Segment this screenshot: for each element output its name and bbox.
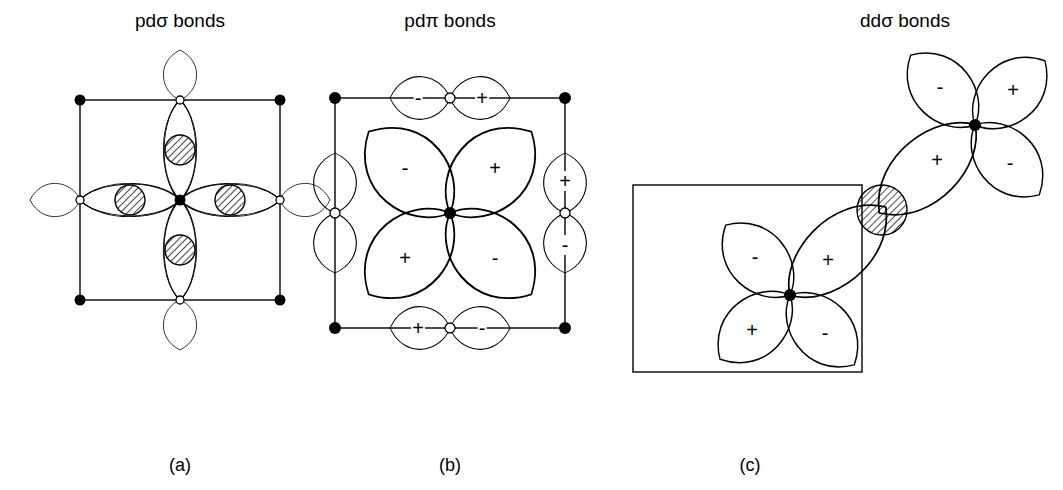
phase-sign: - (491, 248, 500, 268)
orbital-lobe (450, 307, 510, 350)
phase-sign: + (411, 318, 425, 338)
orbital-lobe (704, 205, 811, 315)
orbital-lobe (30, 183, 80, 216)
orbital-lobe (424, 105, 558, 239)
metal-atom (275, 295, 286, 306)
phase-sign: - (414, 88, 423, 108)
orbital-lobe (390, 307, 450, 350)
lattice-square (335, 98, 565, 328)
phase-sign: + (821, 250, 835, 270)
orbital-lobe (342, 105, 476, 239)
phase-sign: + (745, 320, 759, 340)
oxygen-atom (560, 208, 570, 218)
metal-atoms (75, 92, 982, 334)
orbital-lobe (390, 77, 450, 120)
orbital-lobe (769, 184, 907, 318)
phase-sign: - (936, 77, 945, 97)
phase-sign: + (475, 88, 489, 108)
oxygen-atom (76, 196, 84, 204)
lattice-square (633, 185, 862, 372)
orbital-lobe (163, 300, 196, 350)
phase-sign: - (478, 318, 487, 338)
lattice-square (80, 100, 280, 300)
phase-sign: - (1006, 153, 1015, 173)
orbital-lobe (164, 200, 196, 300)
metal-atom (175, 195, 186, 206)
panel-label: (c) (740, 456, 761, 474)
orbital-lobe (163, 200, 196, 300)
panel-title: pdσ bonds (135, 11, 225, 30)
panel-label: (a) (169, 456, 191, 474)
metal-atom (559, 322, 571, 334)
metal-atom (75, 95, 86, 106)
orbital-lobe (953, 105, 1060, 215)
orbital-lobe (164, 100, 196, 200)
metal-atom (329, 92, 341, 104)
overlap-region (165, 135, 195, 165)
metal-atom (275, 95, 286, 106)
metal-atom (559, 92, 571, 104)
phase-sign: + (1006, 80, 1020, 100)
orbital-lobe (80, 184, 180, 216)
orbital-lobe (700, 273, 810, 380)
d-orbital (342, 105, 557, 320)
orbital-lobe (314, 213, 357, 273)
orbital-lobe (80, 183, 180, 216)
overlap-region (215, 185, 245, 215)
oxygen-atom (445, 323, 455, 333)
phase-sign: - (751, 247, 760, 267)
d-orbital (80, 100, 280, 300)
metal-atom (969, 119, 981, 131)
orbital-lobe (163, 100, 196, 200)
oxygen-atom (276, 196, 284, 204)
orbital-lobe (889, 35, 996, 145)
oxygen-atom (330, 208, 340, 218)
phase-sign: + (488, 158, 502, 178)
orbital-lobe (544, 153, 587, 213)
phase-sign: + (930, 150, 944, 170)
orbital-lobe (424, 187, 558, 321)
phase-sign: - (401, 158, 410, 178)
metal-atom (75, 295, 86, 306)
panel-label: (b) (439, 456, 461, 474)
oxygen-atom (176, 96, 184, 104)
orbital-lobe (955, 39, 1063, 146)
p-orbitals (30, 50, 330, 350)
phase-sign: + (398, 248, 412, 268)
oxygen-atoms (76, 93, 570, 333)
panel-title: pdπ bonds (404, 11, 495, 30)
phase-sign: + (558, 171, 572, 191)
orbital-lobe (544, 213, 587, 273)
oxygen-atom (176, 296, 184, 304)
orbital-lobe (768, 275, 875, 385)
d-orbital (700, 184, 907, 385)
metal-atom (784, 289, 796, 301)
overlap-region (165, 235, 195, 265)
metal-atom (444, 207, 456, 219)
phase-sign: - (821, 323, 830, 343)
metal-atom (329, 322, 341, 334)
phase-sign: - (561, 235, 570, 255)
oxygen-atom (445, 93, 455, 103)
orbital-lobe (280, 183, 330, 216)
panel-title: ddσ bonds (860, 11, 950, 30)
orbital-lobe (180, 184, 280, 216)
orbital-lobe (314, 153, 357, 213)
overlap-region (115, 185, 145, 215)
orbital-lobe (180, 183, 280, 216)
p-orbitals (314, 77, 587, 350)
orbital-lobe (342, 187, 476, 321)
overlap-region (857, 185, 907, 235)
orbital-lobe (450, 77, 510, 120)
orbital-lobe (163, 50, 196, 100)
